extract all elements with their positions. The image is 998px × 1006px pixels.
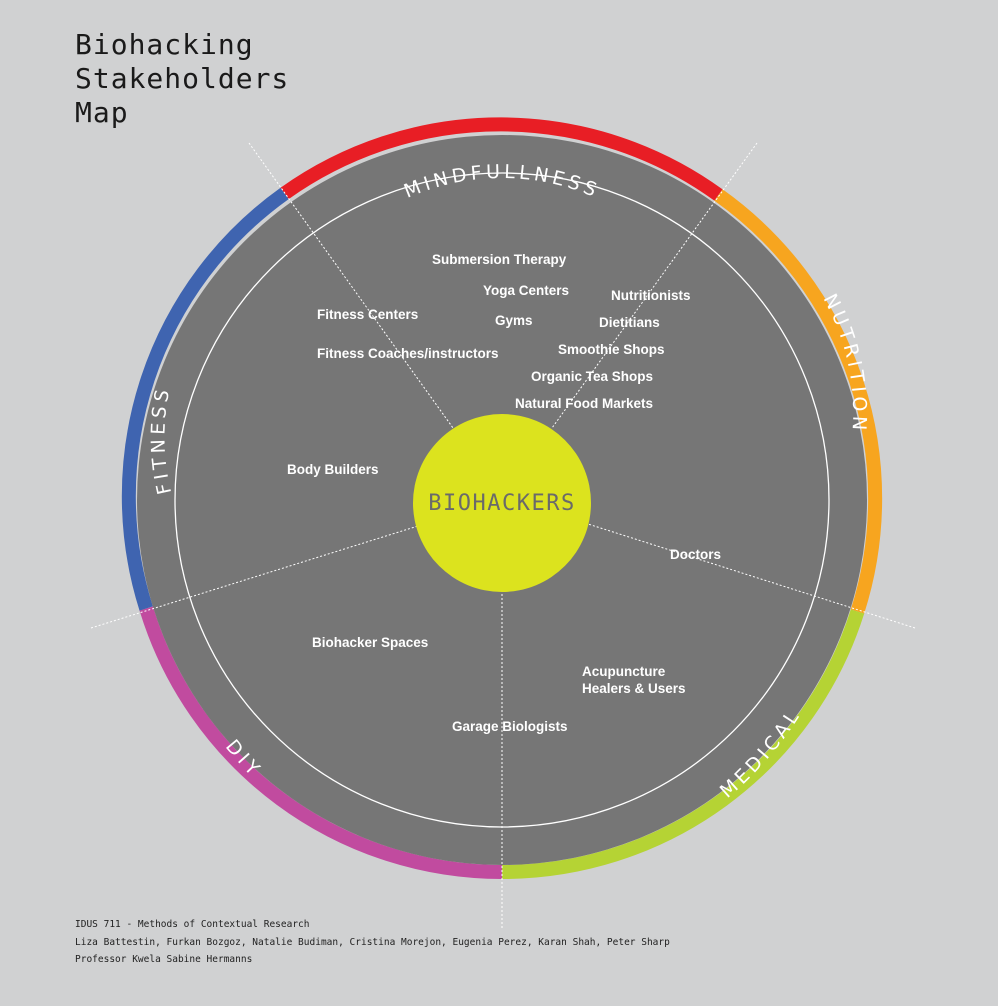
biohackers-center-circle: [413, 414, 591, 592]
segment-ring: [121, 117, 883, 880]
stakeholder-label: Dietitians: [599, 315, 660, 330]
divider-fitness-mindfullness: [248, 142, 454, 429]
mindfullness-ring-arc: [280, 117, 723, 201]
map-title: Biohacking Stakeholders Map: [75, 28, 395, 130]
title-line: Stakeholders: [75, 62, 290, 95]
divider-diy-fitness: [90, 525, 419, 629]
stakeholder-label: Natural Food Markets: [515, 396, 653, 411]
stakeholder-label: Submersion Therapy: [432, 252, 567, 267]
stakeholder-label: Nutritionists: [611, 288, 691, 303]
stakeholder-label: Yoga Centers: [483, 283, 569, 298]
team-credit: Liza Battestin, Furkan Bozgoz, Natalie B…: [75, 936, 670, 948]
biohackers-center-label: BIOHACKERS: [428, 491, 575, 516]
divider-mindfullness-nutrition: [551, 142, 758, 429]
stakeholder-label: Biohacker Spaces: [312, 635, 428, 650]
divider-nutrition-medical: [587, 523, 916, 629]
stakeholder-label: Fitness Coaches/instructors: [317, 346, 499, 361]
medical-ring-arc: [501, 609, 865, 880]
stakeholder-label: Fitness Centers: [317, 307, 418, 322]
diy-ring-arc: [139, 606, 503, 879]
segment-label-fitness: FITNESS: [147, 384, 176, 496]
stakeholder-label: Body Builders: [287, 462, 379, 477]
stakeholder-label: Garage Biologists: [452, 719, 568, 734]
stakeholder-label: Smoothie Shops: [558, 342, 665, 357]
segment-dividers: [90, 142, 916, 928]
title-line: Biohacking: [75, 28, 254, 61]
stakeholder-label: Acupuncture: [582, 664, 666, 679]
stakeholder-label: Doctors: [670, 547, 721, 562]
professor-credit: Professor Kwela Sabine Hermanns: [75, 954, 253, 965]
stakeholder-label: Organic Tea Shops: [531, 369, 653, 384]
credits-block: IDUS 711 - Methods of Contextual Researc…: [75, 916, 670, 969]
stakeholder-label: Gyms: [495, 313, 533, 328]
title-line: Map: [75, 96, 129, 129]
fitness-ring-arc: [121, 187, 289, 611]
nutrition-ring-arc: [714, 189, 883, 614]
course-credit: IDUS 711 - Methods of Contextual Researc…: [75, 919, 310, 930]
stakeholder-label: Healers & Users: [582, 681, 686, 696]
